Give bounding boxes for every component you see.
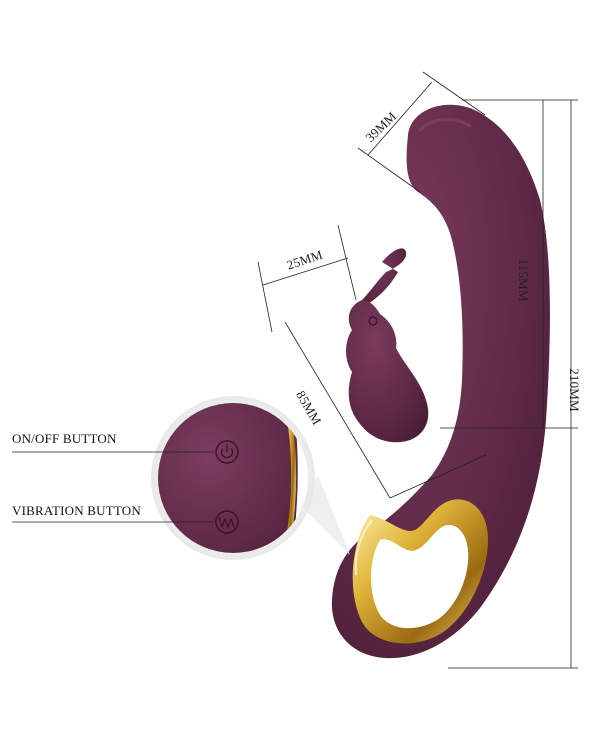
wave-icon (218, 516, 235, 528)
callout-lines (12, 451, 214, 523)
dimension-lines (257, 71, 578, 669)
clit-arm-width-label: 25MM (285, 247, 325, 273)
total-length-label: 210MM (567, 368, 582, 412)
clit-arm-length-label: 85MM (293, 388, 325, 428)
on-off-callout: ON/OFF BUTTON (12, 431, 117, 446)
on-off-button[interactable] (215, 440, 239, 464)
gold-handle (352, 499, 488, 644)
main-body (331, 104, 550, 659)
shaft-length-label: 115MM (516, 258, 531, 301)
power-icon (220, 444, 234, 459)
vibration-callout: VIBRATION BUTTON (12, 503, 141, 518)
head-width-label: 39MM (362, 108, 399, 145)
zoom-bubble (151, 396, 350, 560)
clitoral-arm (346, 248, 429, 443)
vibration-button[interactable] (215, 510, 239, 534)
